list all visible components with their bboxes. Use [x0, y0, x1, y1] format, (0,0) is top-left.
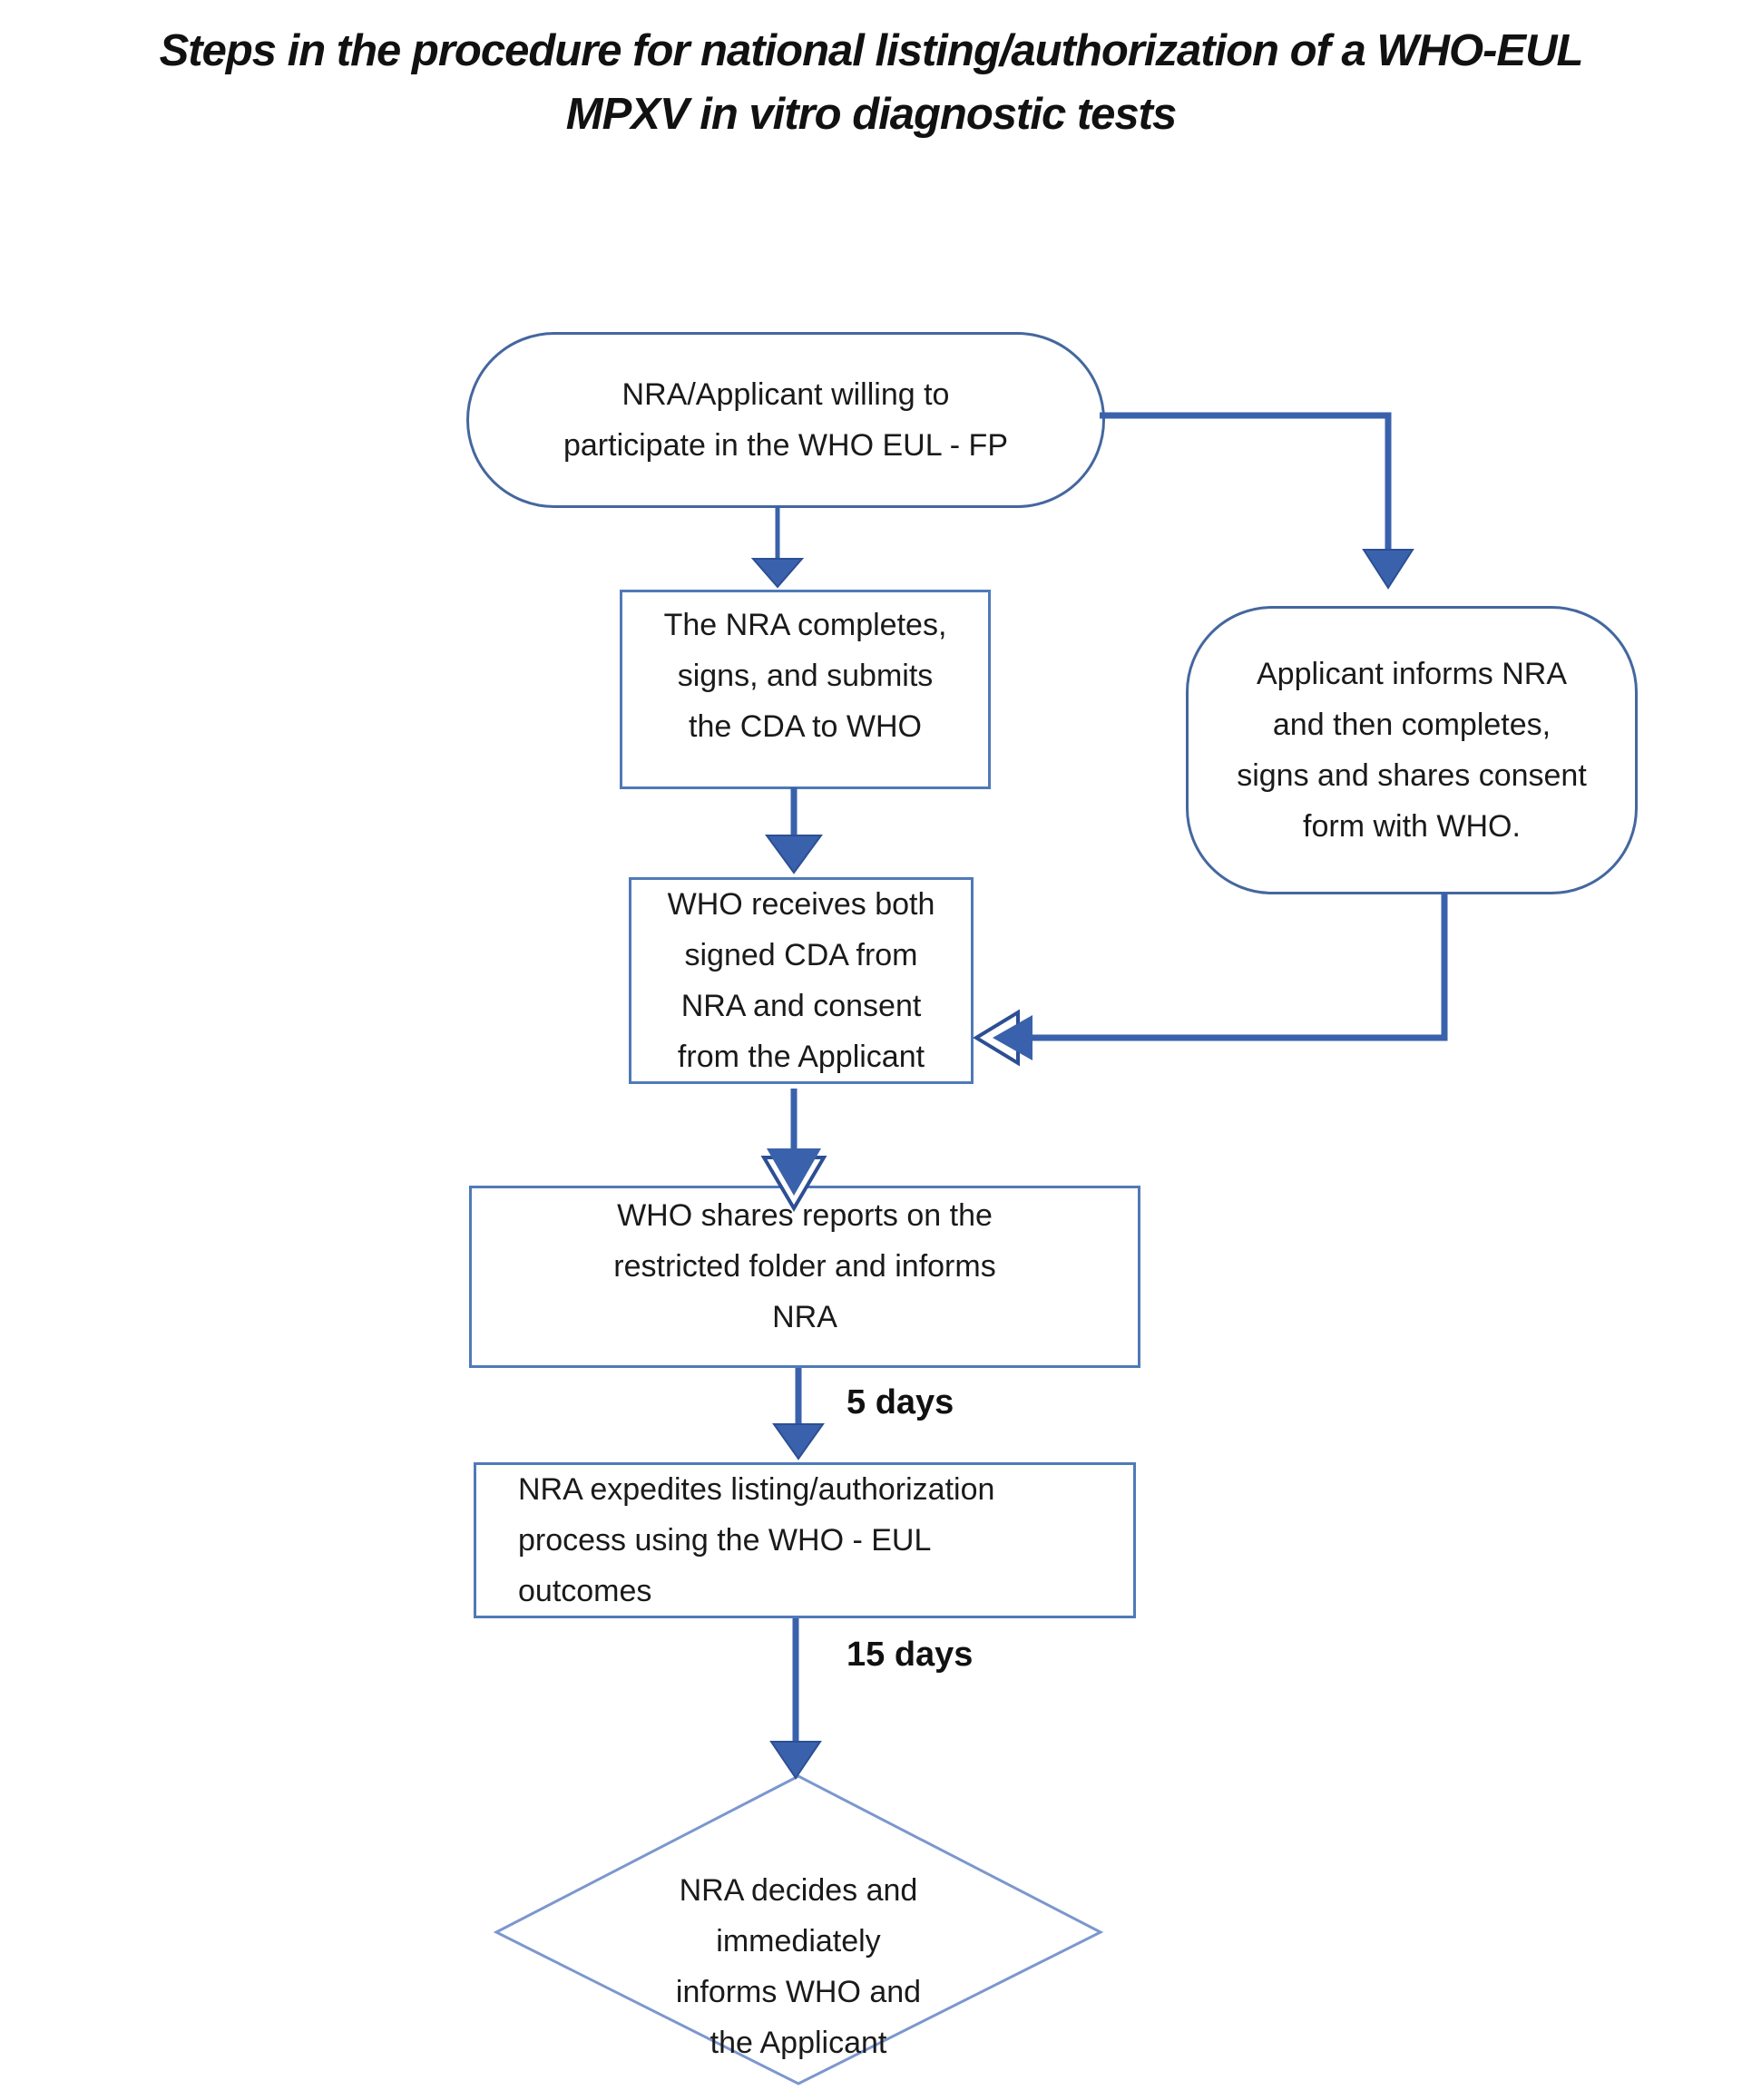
page-title-line-2: MPXV in vitro diagnostic tests — [565, 90, 1177, 139]
node-text-line: form with WHO. — [1303, 809, 1521, 844]
arrow-start-to-nra-completes — [750, 506, 805, 589]
node-text-line: NRA expedites listing/authorization — [518, 1472, 995, 1507]
node-text-line: signed CDA from — [684, 938, 918, 972]
arrowhead-down-icon — [772, 1423, 825, 1460]
node-text-line: NRA and consent — [680, 989, 922, 1023]
flow-node-who-shares: WHO shares reports on the restricted fol… — [469, 1186, 1140, 1368]
node-text-line: The NRA completes, — [663, 608, 947, 642]
node-text-line: process using the WHO - EUL — [518, 1523, 932, 1558]
node-text-line: the CDA to WHO — [689, 709, 922, 744]
node-text-line: WHO receives both — [667, 887, 935, 922]
node-text-line: NRA decides and — [679, 1873, 918, 1908]
arrow-start-to-applicant-informs — [1100, 412, 1414, 590]
flow-node-nra-completes: The NRA completes, signs, and submits th… — [620, 590, 991, 789]
node-text-line: and then completes, — [1272, 708, 1551, 742]
node-text-line: restricted folder and informs — [613, 1248, 996, 1284]
flow-node-applicant-informs: Applicant informs NRA and then completes… — [1186, 606, 1638, 894]
edge-label-15-days: 15 days — [847, 1636, 974, 1674]
node-text-line: the Applicant — [710, 2026, 887, 2060]
node-text-line: NRA — [772, 1299, 837, 1334]
node-text-line: NRA/Applicant willing to — [621, 377, 950, 412]
arrowhead-left-icon — [993, 1015, 1032, 1060]
arrowhead-left-open-icon — [973, 1009, 1020, 1067]
node-text-line: informs WHO and — [675, 1975, 922, 2009]
node-text-line: participate in the WHO EUL - FP — [563, 428, 1008, 463]
edge-label-5-days: 5 days — [847, 1383, 954, 1421]
arrowhead-down-icon — [769, 1741, 822, 1780]
node-text-line: from the Applicant — [677, 1040, 925, 1074]
flow-node-start: NRA/Applicant willing to participate in … — [466, 332, 1105, 508]
arrowhead-down-icon — [1362, 549, 1414, 590]
page-title-line-1: Steps in the procedure for national list… — [159, 26, 1584, 75]
node-text-line: signs and shares consent — [1237, 758, 1587, 793]
flow-node-nra-expedites: NRA expedites listing/authorization proc… — [474, 1462, 1136, 1618]
node-text-line: Applicant informs NRA — [1256, 657, 1567, 691]
node-text-line: signs, and submits — [677, 659, 934, 693]
node-text-line: immediately — [716, 1924, 881, 1958]
node-text-line: WHO shares reports on the — [617, 1197, 993, 1233]
arrow-nra-completes-to-who-receives — [765, 787, 823, 874]
arrowhead-down-icon — [765, 835, 823, 874]
node-text-line: outcomes — [518, 1574, 652, 1608]
arrowhead-down-icon — [750, 558, 805, 589]
arrow-applicant-informs-to-who-receives — [973, 893, 1448, 1067]
arrow-who-shares-to-nra-expedites — [772, 1368, 825, 1460]
flow-node-who-receives: WHO receives both signed CDA from NRA an… — [629, 877, 974, 1084]
arrow-nra-expedites-to-nra-decides — [769, 1618, 822, 1780]
flow-node-nra-decides-text: NRA decides and immediately informs WHO … — [599, 1865, 998, 2068]
